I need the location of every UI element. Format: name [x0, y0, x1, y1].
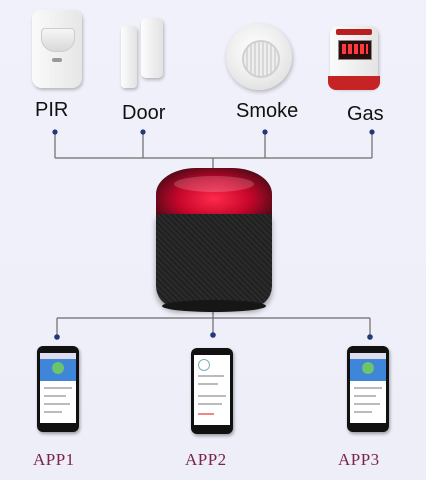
hub-top-cap [174, 176, 254, 192]
smoke-detector-icon [226, 24, 292, 90]
motion-sensor-icon [32, 10, 82, 88]
app-label-1: APP1 [33, 450, 75, 469]
sensor-label-gas: Gas [347, 103, 384, 125]
phone-screen [194, 355, 230, 425]
gas-top-strip [336, 29, 372, 35]
gas-base [328, 76, 380, 90]
app-label-2: APP2 [185, 450, 227, 469]
smartphone-icon [37, 346, 79, 432]
sensor-label-smoke: Smoke [236, 100, 299, 122]
smartphone-icon [191, 348, 233, 434]
hub-fabric-body [156, 214, 272, 308]
alarm-hub-icon [156, 168, 272, 316]
pir-lens [41, 28, 75, 52]
smartphone-icon [347, 346, 389, 432]
phone-screen [350, 353, 386, 423]
smoke-vent [242, 40, 280, 78]
sensor-label-door: Door [122, 102, 166, 124]
app-label-3: APP3 [338, 450, 380, 469]
phone-screen [40, 353, 76, 423]
gas-detector-icon [328, 26, 380, 90]
hub-base [162, 300, 266, 312]
sensor-label-pir: PIR [35, 99, 69, 121]
door-magnet-icon [141, 18, 163, 78]
pir-indicator [52, 58, 62, 62]
door-sensor-icon [121, 26, 137, 88]
gas-display [338, 40, 372, 60]
